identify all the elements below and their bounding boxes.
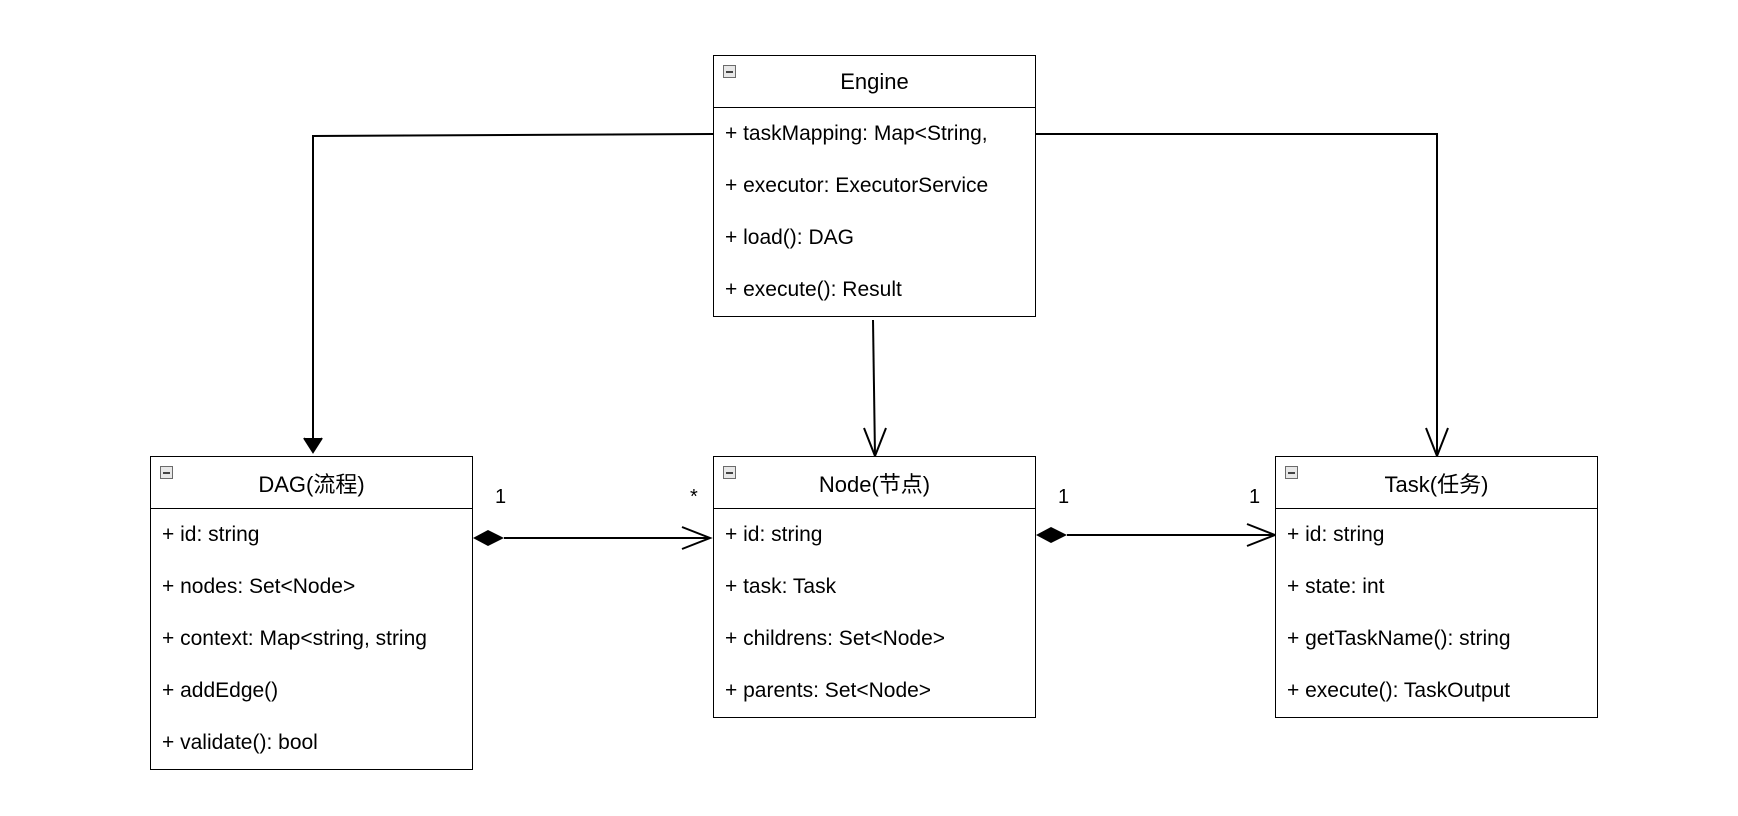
class-member: + addEdge() bbox=[162, 679, 279, 702]
class-member: + load(): DAG bbox=[725, 226, 854, 249]
member-list: + id: string + task: Task + childrens: S… bbox=[714, 509, 1035, 717]
multiplicity-label: 1 bbox=[1058, 486, 1070, 508]
class-title: DAG(流程) bbox=[258, 471, 365, 497]
class-member: + context: Map<string, string bbox=[162, 627, 427, 650]
multiplicity-label: * bbox=[690, 486, 698, 508]
engine-node-association bbox=[872, 319, 876, 457]
task-class-header: Task(任务) bbox=[1276, 457, 1597, 509]
class-member: + id: string bbox=[725, 523, 823, 546]
class-member: + executor: ExecutorService bbox=[725, 174, 989, 197]
engine-class-header: Engine bbox=[714, 56, 1035, 108]
class-member: + validate(): bool bbox=[162, 731, 318, 754]
node-composition-diamond bbox=[1036, 527, 1067, 543]
class-title: Node(节点) bbox=[818, 471, 931, 497]
engine-task-association bbox=[1036, 133, 1438, 456]
dag-class[interactable]: DAG(流程) + id: string + nodes: Set<Node> … bbox=[150, 456, 473, 770]
class-title: Engine bbox=[840, 68, 909, 94]
class-member: + taskMapping: Map<String, bbox=[725, 122, 988, 145]
class-member: + childrens: Set<Node> bbox=[725, 627, 946, 650]
class-member: + execute(): Result bbox=[725, 278, 902, 301]
collapse-icon[interactable] bbox=[1285, 466, 1298, 479]
collapse-icon[interactable] bbox=[723, 466, 736, 479]
member-list: + id: string + state: int + getTaskName(… bbox=[1276, 509, 1597, 717]
dag-class-header: DAG(流程) bbox=[151, 457, 472, 509]
member-list: + taskMapping: Map<String, + executor: E… bbox=[714, 108, 1035, 316]
node-class[interactable]: Node(节点) + id: string + task: Task + chi… bbox=[713, 456, 1036, 718]
class-member: + task: Task bbox=[725, 575, 837, 598]
class-member: + nodes: Set<Node> bbox=[162, 575, 356, 598]
class-title: Task(任务) bbox=[1384, 471, 1489, 497]
multiplicity-label: 1 bbox=[1249, 486, 1261, 508]
engine-dag-arrowhead bbox=[303, 437, 323, 454]
collapse-icon[interactable] bbox=[723, 65, 736, 78]
engine-dag-association bbox=[312, 133, 714, 452]
dag-composition-diamond bbox=[473, 530, 504, 546]
multiplicity-label: 1 bbox=[495, 486, 507, 508]
class-member: + id: string bbox=[1287, 523, 1385, 546]
engine-class[interactable]: Engine + taskMapping: Map<String, + exec… bbox=[713, 55, 1036, 317]
class-member: + execute(): TaskOutput bbox=[1287, 679, 1511, 702]
task-class[interactable]: Task(任务) + id: string + state: int + get… bbox=[1275, 456, 1598, 718]
class-member: + getTaskName(): string bbox=[1287, 627, 1511, 650]
class-member: + state: int bbox=[1287, 575, 1385, 598]
node-class-header: Node(节点) bbox=[714, 457, 1035, 509]
class-member: + parents: Set<Node> bbox=[725, 679, 932, 702]
class-member: + id: string bbox=[162, 523, 260, 546]
member-list: + id: string + nodes: Set<Node> + contex… bbox=[151, 509, 472, 769]
dag-node-arrowhead bbox=[681, 526, 713, 550]
collapse-icon[interactable] bbox=[160, 466, 173, 479]
